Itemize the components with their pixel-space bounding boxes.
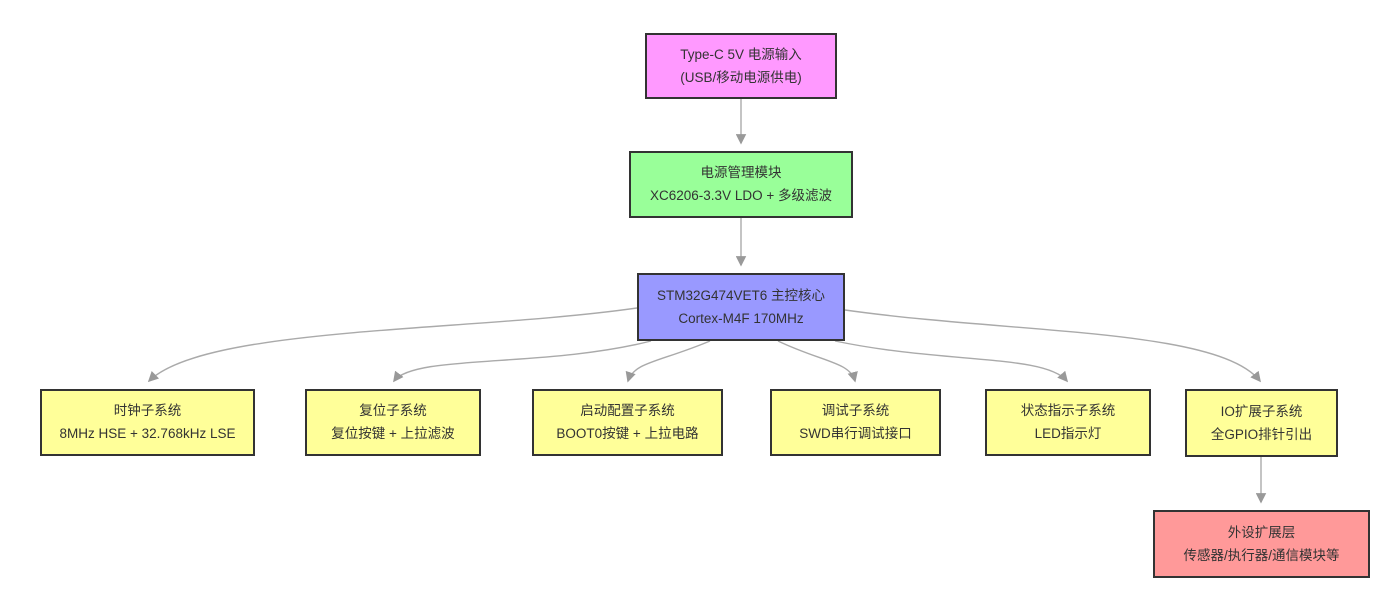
- node-clock-subsystem: 时钟子系统 8MHz HSE + 32.768kHz LSE: [40, 389, 255, 456]
- node-peripheral-expansion-layer: 外设扩展层 传感器/执行器/通信模块等: [1153, 510, 1370, 578]
- node-power-input-subtitle: (USB/移动电源供电): [680, 69, 802, 85]
- node-power-mgmt-subtitle: XC6206-3.3V LDO + 多级滤波: [650, 188, 832, 203]
- edge-mcu-to-debug: [777, 340, 858, 383]
- node-io-title: IO扩展子系统: [1220, 403, 1303, 419]
- node-reset-subsystem: 复位子系统 复位按键 + 上拉滤波: [305, 389, 481, 456]
- node-power-input-title: Type-C 5V 电源输入: [680, 46, 802, 62]
- node-io-expansion-subsystem: IO扩展子系统 全GPIO排针引出: [1185, 389, 1338, 457]
- node-mcu-core-subtitle: Cortex-M4F 170MHz: [678, 310, 804, 326]
- node-power-input: Type-C 5V 电源输入 (USB/移动电源供电): [645, 33, 837, 99]
- node-debug-title: 调试子系统: [821, 403, 890, 419]
- node-status-indicator-subsystem: 状态指示子系统 LED指示灯: [985, 389, 1151, 456]
- edge-mcu-to-clock: [147, 307, 638, 383]
- node-peripheral-title: 外设扩展层: [1227, 524, 1296, 540]
- node-mcu-core: STM32G474VET6 主控核心 Cortex-M4F 170MHz: [637, 273, 845, 341]
- node-power-mgmt: 电源管理模块 XC6206-3.3V LDO + 多级滤波: [629, 151, 853, 218]
- edge-mcu-to-io: [844, 309, 1261, 383]
- node-io-subtitle: 全GPIO排针引出: [1210, 426, 1313, 442]
- node-reset-subtitle: 复位按键 + 上拉滤波: [331, 426, 455, 441]
- node-debug-subtitle: SWD串行调试接口: [799, 426, 912, 441]
- node-debug-subsystem: 调试子系统 SWD串行调试接口: [770, 389, 941, 456]
- node-peripheral-subtitle: 传感器/执行器/通信模块等: [1183, 547, 1340, 563]
- node-reset-title: 复位子系统: [359, 403, 427, 419]
- node-power-mgmt-title: 电源管理模块: [700, 165, 782, 181]
- node-clock-subtitle: 8MHz HSE + 32.768kHz LSE: [59, 426, 236, 441]
- edge-mcu-to-boot: [625, 340, 711, 383]
- node-boot-subtitle: BOOT0按键 + 上拉电路: [556, 426, 699, 441]
- node-status-subtitle: LED指示灯: [1034, 426, 1102, 441]
- node-mcu-core-title: STM32G474VET6 主控核心: [656, 287, 826, 303]
- edge-mcu-to-status: [834, 340, 1069, 383]
- node-clock-title: 时钟子系统: [113, 403, 182, 419]
- node-status-title: 状态指示子系统: [1020, 403, 1116, 419]
- node-boot-config-subsystem: 启动配置子系统 BOOT0按键 + 上拉电路: [532, 389, 723, 456]
- edge-mcu-to-reset: [393, 340, 652, 383]
- node-boot-title: 启动配置子系统: [580, 403, 675, 419]
